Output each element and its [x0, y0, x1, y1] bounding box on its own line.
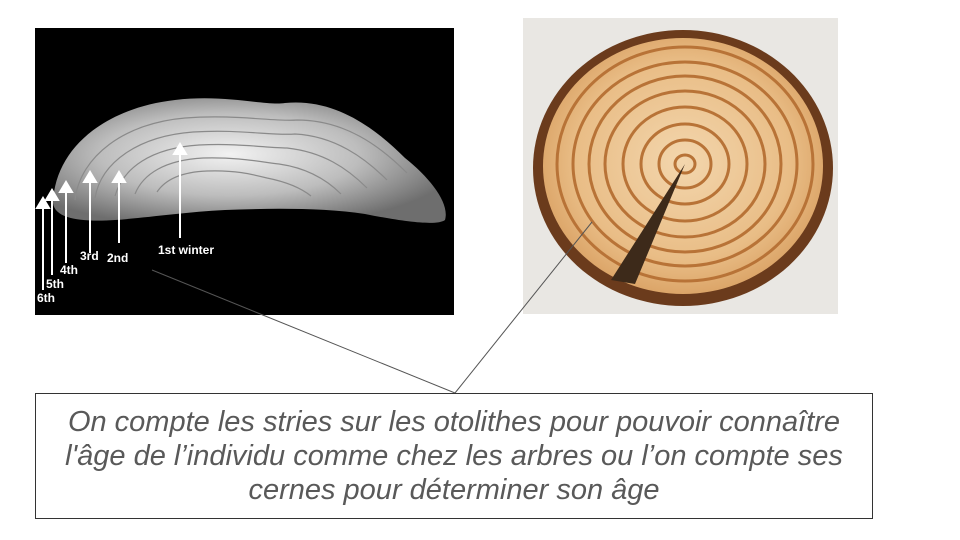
caption-box: On compte les stries sur les otolithes p… [35, 393, 873, 519]
caption-text: On compte les stries sur les otolithes p… [65, 406, 843, 506]
otolith-illustration: 1st winter 2nd 3rd 4th 5th 6th [35, 98, 446, 305]
tree-slice-illustration [533, 30, 833, 306]
otolith-arrows [35, 142, 188, 290]
otolith-image: 1st winter 2nd 3rd 4th 5th 6th [35, 28, 454, 315]
otolith-growth-rings [74, 116, 408, 201]
label-1st-winter: 1st winter [158, 243, 214, 257]
label-3rd: 3rd [80, 249, 99, 263]
tree-rings [555, 45, 815, 283]
wood-crack [611, 164, 685, 284]
label-6th: 6th [37, 291, 55, 305]
label-5th: 5th [46, 277, 64, 291]
tree-slice-image [523, 18, 838, 314]
label-2nd: 2nd [107, 251, 128, 265]
label-4th: 4th [60, 263, 78, 277]
